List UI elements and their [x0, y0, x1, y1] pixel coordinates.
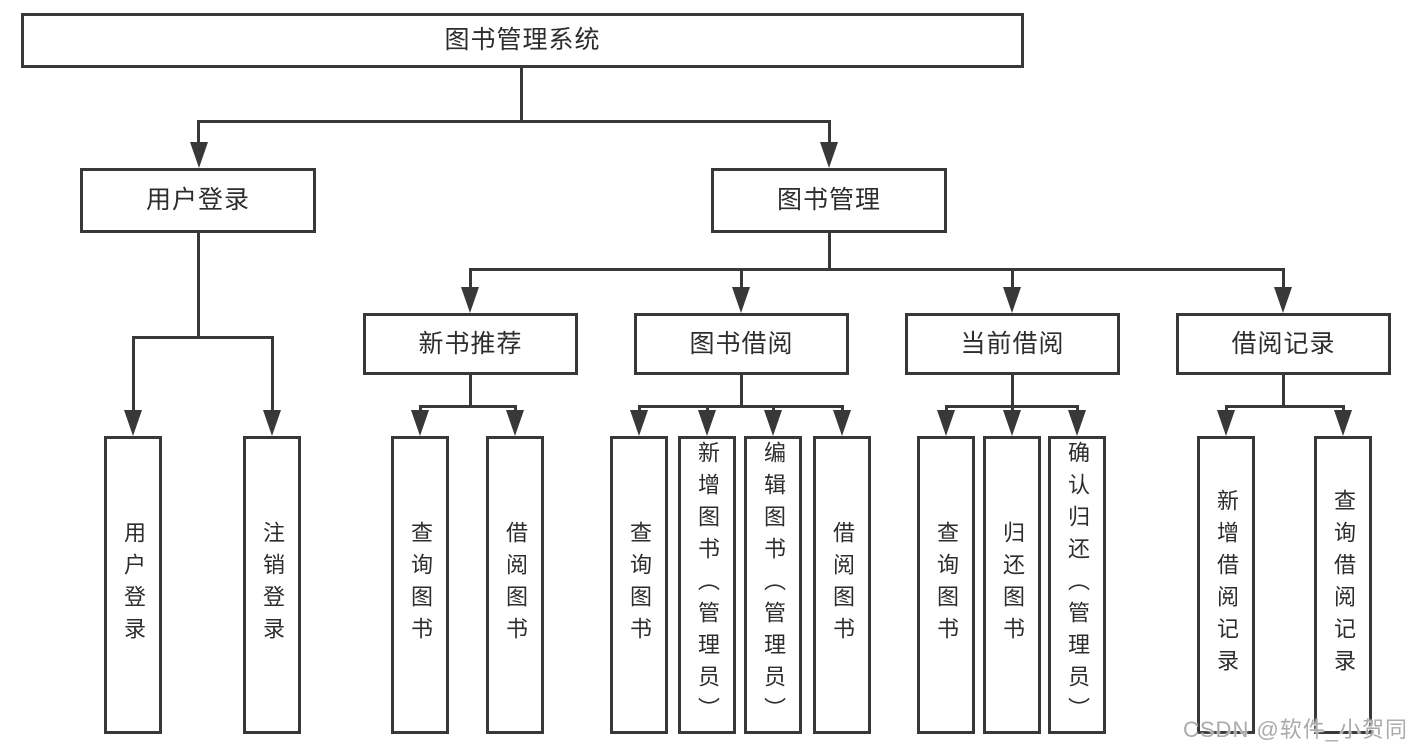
arrow-down-icon: [1003, 410, 1021, 436]
connector-stem: [638, 405, 641, 414]
connector-group-rail-record: [1225, 405, 1345, 408]
node-root: 图书管理系统: [21, 13, 1024, 68]
arrow-down-icon: [1217, 410, 1235, 436]
arrow-down-icon: [1003, 287, 1021, 313]
arrow-down-icon: [461, 287, 479, 313]
arrow-down-icon: [764, 410, 782, 436]
connector-stem: [740, 268, 743, 287]
connector-stem: [1225, 405, 1228, 414]
arrow-down-icon: [937, 410, 955, 436]
node-current-borrow: 当前借阅: [905, 313, 1120, 375]
connector-stem: [514, 405, 517, 414]
node-leaf-newbook-query: 查询图书: [391, 436, 449, 734]
arrow-down-icon: [698, 410, 716, 436]
connector-trunk: [1011, 375, 1014, 408]
node-new-book-recommend: 新书推荐: [363, 313, 578, 375]
node-leaf-record-add: 新增借阅记录: [1197, 436, 1255, 734]
connector-stem: [469, 268, 472, 287]
connector-stem: [1011, 405, 1014, 414]
arrow-down-icon: [506, 410, 524, 436]
connector-trunk: [1282, 375, 1285, 408]
arrow-down-icon: [1274, 287, 1292, 313]
node-borrow-record: 借阅记录: [1176, 313, 1391, 375]
connector-root-trunk: [520, 68, 523, 120]
connector-user-trunk: [197, 233, 200, 336]
node-user-login: 用户登录: [80, 168, 316, 233]
connector-stem: [1342, 405, 1345, 414]
connector-trunk: [469, 375, 472, 408]
arrow-down-icon: [263, 410, 281, 436]
arrow-down-icon: [630, 410, 648, 436]
connector-mgmt-trunk: [828, 233, 831, 268]
csdn-watermark: CSDN @软件_小贺同学: [1183, 717, 1405, 742]
node-leaf-borrow-add-admin: 新增图书（管理员）: [678, 436, 736, 734]
connector-group-rail-borrow: [638, 405, 844, 408]
node-book-borrow: 图书借阅: [634, 313, 849, 375]
connector-stem: [772, 405, 775, 414]
arrow-down-icon: [1334, 410, 1352, 436]
connector-stem: [828, 120, 831, 144]
node-leaf-borrow-borrow: 借阅图书: [813, 436, 871, 734]
node-leaf-record-query: 查询借阅记录: [1314, 436, 1372, 734]
connector-stem: [419, 405, 422, 414]
connector-stem: [841, 405, 844, 414]
connector-stem: [271, 336, 274, 410]
node-leaf-borrow-edit-admin: 编辑图书（管理员）: [744, 436, 802, 734]
connector-stem: [197, 120, 200, 144]
connector-level3-rail: [469, 268, 1285, 271]
arrow-down-icon: [411, 410, 429, 436]
connector-stem: [1011, 268, 1014, 287]
node-leaf-borrow-query: 查询图书: [610, 436, 668, 734]
node-book-management: 图书管理: [711, 168, 947, 233]
arrow-down-icon: [190, 142, 208, 168]
node-leaf-current-return: 归还图书: [983, 436, 1041, 734]
connector-trunk: [740, 375, 743, 408]
arrow-down-icon: [1068, 410, 1086, 436]
arrow-down-icon: [732, 287, 750, 313]
node-leaf-logout: 注销登录: [243, 436, 301, 734]
node-leaf-newbook-borrow: 借阅图书: [486, 436, 544, 734]
connector-stem: [945, 405, 948, 414]
arrow-down-icon: [124, 410, 142, 436]
connector-stem: [1076, 405, 1079, 414]
node-leaf-user-login: 用户登录: [104, 436, 162, 734]
node-leaf-current-query: 查询图书: [917, 436, 975, 734]
connector-group-rail-newbook: [419, 405, 517, 408]
connector-stem: [132, 336, 135, 410]
node-leaf-current-confirm-admin: 确认归还（管理员）: [1048, 436, 1106, 734]
connector-level2-rail: [197, 120, 831, 123]
arrow-down-icon: [820, 142, 838, 168]
arrow-down-icon: [833, 410, 851, 436]
connector-stem: [706, 405, 709, 414]
connector-stem: [1282, 268, 1285, 287]
connector-user-rail: [132, 336, 274, 339]
